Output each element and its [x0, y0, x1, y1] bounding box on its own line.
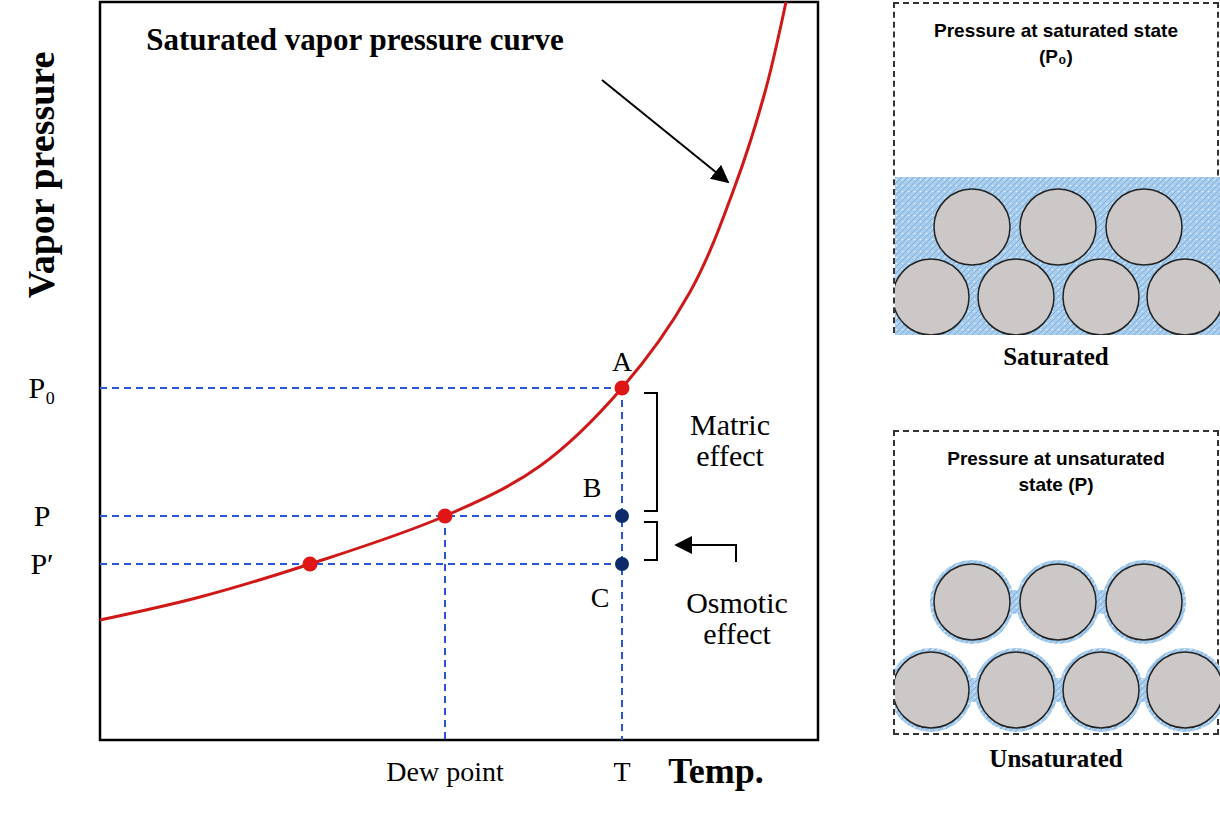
soil-panel: Pressure at saturated state (P₀) Saturate… — [893, 2, 1219, 371]
guide-lines — [100, 388, 622, 740]
panel-title: Pressure at unsaturated state (P) — [895, 432, 1217, 497]
chart-label: P′ — [30, 548, 53, 580]
curve-label: Saturated vapor pressure curve — [146, 24, 564, 57]
matric-bracket — [644, 393, 657, 511]
chart-label: C — [591, 583, 610, 612]
chart-label: T — [613, 757, 630, 786]
panel-caption: Unsaturated — [893, 745, 1219, 773]
state-points — [303, 381, 630, 572]
panel-frame: Pressure at unsaturated state (P) — [893, 430, 1219, 735]
chart-label: Dew point — [386, 757, 503, 786]
saturation-curve — [100, 2, 786, 620]
chart-label: Matric effect — [670, 409, 790, 472]
osmotic-bracket — [644, 522, 657, 560]
axis-title: Vapor pressure — [22, 52, 62, 299]
panel-title: Pressure at saturated state (P₀) — [895, 4, 1217, 69]
chart-label: P — [34, 500, 51, 532]
axis-title: Temp. — [668, 753, 764, 791]
plot-frame — [100, 2, 818, 740]
panel-frame: Pressure at saturated state (P₀) — [893, 2, 1219, 333]
chart-label: A — [612, 347, 632, 376]
chart-label: Osmotic effect — [667, 587, 807, 650]
panel-caption: Saturated — [893, 343, 1219, 371]
curve-leader — [602, 80, 728, 182]
soil-panel: Pressure at unsaturated state (P) Unsatur… — [893, 430, 1219, 773]
chart-label: P₀ — [28, 372, 55, 404]
chart-label: B — [583, 473, 602, 502]
osmotic-pointer — [676, 545, 736, 562]
